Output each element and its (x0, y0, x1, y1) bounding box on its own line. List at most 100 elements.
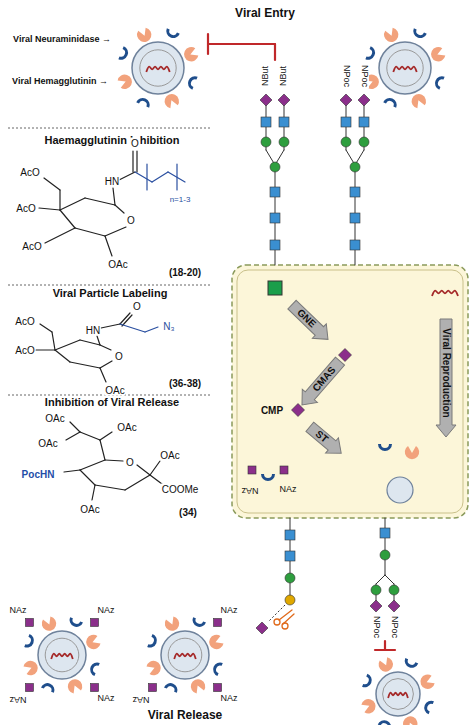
atom-label: OAc (104, 385, 125, 396)
compound-number: (18-20) (168, 267, 202, 278)
chemical-bond (80, 432, 100, 440)
chemical-bond (100, 368, 106, 382)
neuraminidase (22, 659, 40, 677)
hemagglutinin (365, 46, 377, 62)
section-divider (8, 128, 212, 129)
acyl-chain (146, 164, 147, 190)
glycan-square (380, 528, 390, 538)
glycan-label: NAz (8, 694, 27, 704)
metabolite-label: CMP (260, 405, 284, 416)
atom-label: OAc (159, 450, 180, 461)
section-title: Inhibition of Viral Release (44, 396, 180, 408)
glycan-square (214, 618, 222, 626)
scissors (283, 614, 294, 624)
glycan-label: NAz (96, 606, 115, 616)
sialic-diamond (278, 94, 290, 106)
atom-label: COOMe (161, 484, 200, 495)
glycan-label: NPoc (371, 615, 381, 639)
atom-label: O (114, 351, 124, 362)
chemical-bond (101, 324, 120, 328)
chemical-bond (66, 432, 80, 440)
neuraminidase (116, 72, 134, 90)
neuraminidase (163, 615, 181, 633)
atom-label: OAc (79, 504, 100, 515)
atom-label: n=1-3 (169, 196, 192, 205)
glycan-square (214, 684, 222, 692)
glycan-circle (270, 162, 280, 172)
hemagglutinin (362, 674, 374, 690)
acyl-chain (176, 164, 177, 190)
glycan-bond (385, 518, 386, 575)
chemical-bond (80, 470, 95, 485)
glycan-circle (389, 585, 399, 595)
glycan-square (25, 618, 33, 626)
sialic-diamond (260, 94, 272, 106)
neuraminidase (84, 633, 102, 651)
hemagglutinin (164, 681, 180, 693)
hemagglutinin (147, 634, 159, 650)
chemical-bond (75, 228, 105, 236)
atom-label: O (130, 138, 140, 149)
neuraminidase (409, 92, 427, 110)
neuraminidase (145, 659, 163, 677)
azide-chain (145, 327, 158, 332)
atom-label: OAc (37, 438, 58, 449)
callout-label: Viral Hemagglutinin → (11, 77, 109, 87)
chemical-bond (92, 485, 95, 500)
hemagglutinin (411, 28, 427, 40)
chemical-bond (115, 205, 124, 213)
neuraminidase (207, 633, 225, 651)
viral-rna (432, 291, 458, 296)
chemical-bond (59, 190, 60, 210)
glycan-label: NPoc (359, 64, 369, 88)
neuraminidase (377, 656, 395, 674)
neuraminidase (382, 26, 400, 44)
chemical-bond (80, 340, 100, 345)
hemagglutinin (378, 444, 392, 451)
hemagglutinin (24, 634, 36, 650)
atom-label: OAc (116, 422, 137, 433)
chemical-bond (70, 362, 100, 368)
sialic-diamond (370, 600, 382, 612)
scissors (279, 610, 292, 620)
glycan-square (148, 684, 156, 692)
glycan-label: NBut (261, 65, 271, 87)
hemagglutinin (403, 658, 419, 670)
acyl-chain (152, 172, 168, 182)
chemical-bond (95, 485, 125, 490)
atom-label: PocHN (21, 469, 56, 480)
glycan-label: NAz (96, 694, 115, 704)
arrow-body (436, 319, 456, 437)
glycan-label: NAz (219, 606, 238, 616)
glycan-square (350, 240, 360, 250)
glycan-square (248, 466, 256, 474)
glcnac-precursor (268, 281, 282, 295)
inhibition-bar (208, 43, 275, 45)
glycan-label: NAz (8, 606, 27, 616)
hemagglutinin (261, 474, 275, 481)
neuraminidase (135, 26, 153, 44)
chemical-bond (70, 422, 80, 432)
hemagglutinin (186, 74, 198, 90)
inhibition-bar (207, 34, 209, 54)
neuraminidase (418, 673, 436, 691)
chemical-bond (52, 332, 55, 350)
chemical-bond (100, 440, 105, 460)
hemagglutinin (164, 28, 180, 40)
atom-label: HN (104, 176, 120, 187)
hemagglutinin (67, 617, 83, 629)
chemical-bond (105, 460, 123, 461)
enzyme-label: Viral Reproduction (436, 319, 456, 437)
chemical-bond (80, 460, 105, 470)
glycan-square (279, 117, 289, 127)
sialic-diamond (388, 600, 400, 612)
sialic-diamond (339, 349, 352, 362)
chemical-bond (100, 361, 112, 368)
virus-capsid (387, 50, 423, 86)
neuraminidase (66, 677, 84, 695)
glycan-label: NBut (279, 65, 289, 87)
chemical-bond (132, 151, 133, 172)
chemical-bond (60, 210, 75, 228)
